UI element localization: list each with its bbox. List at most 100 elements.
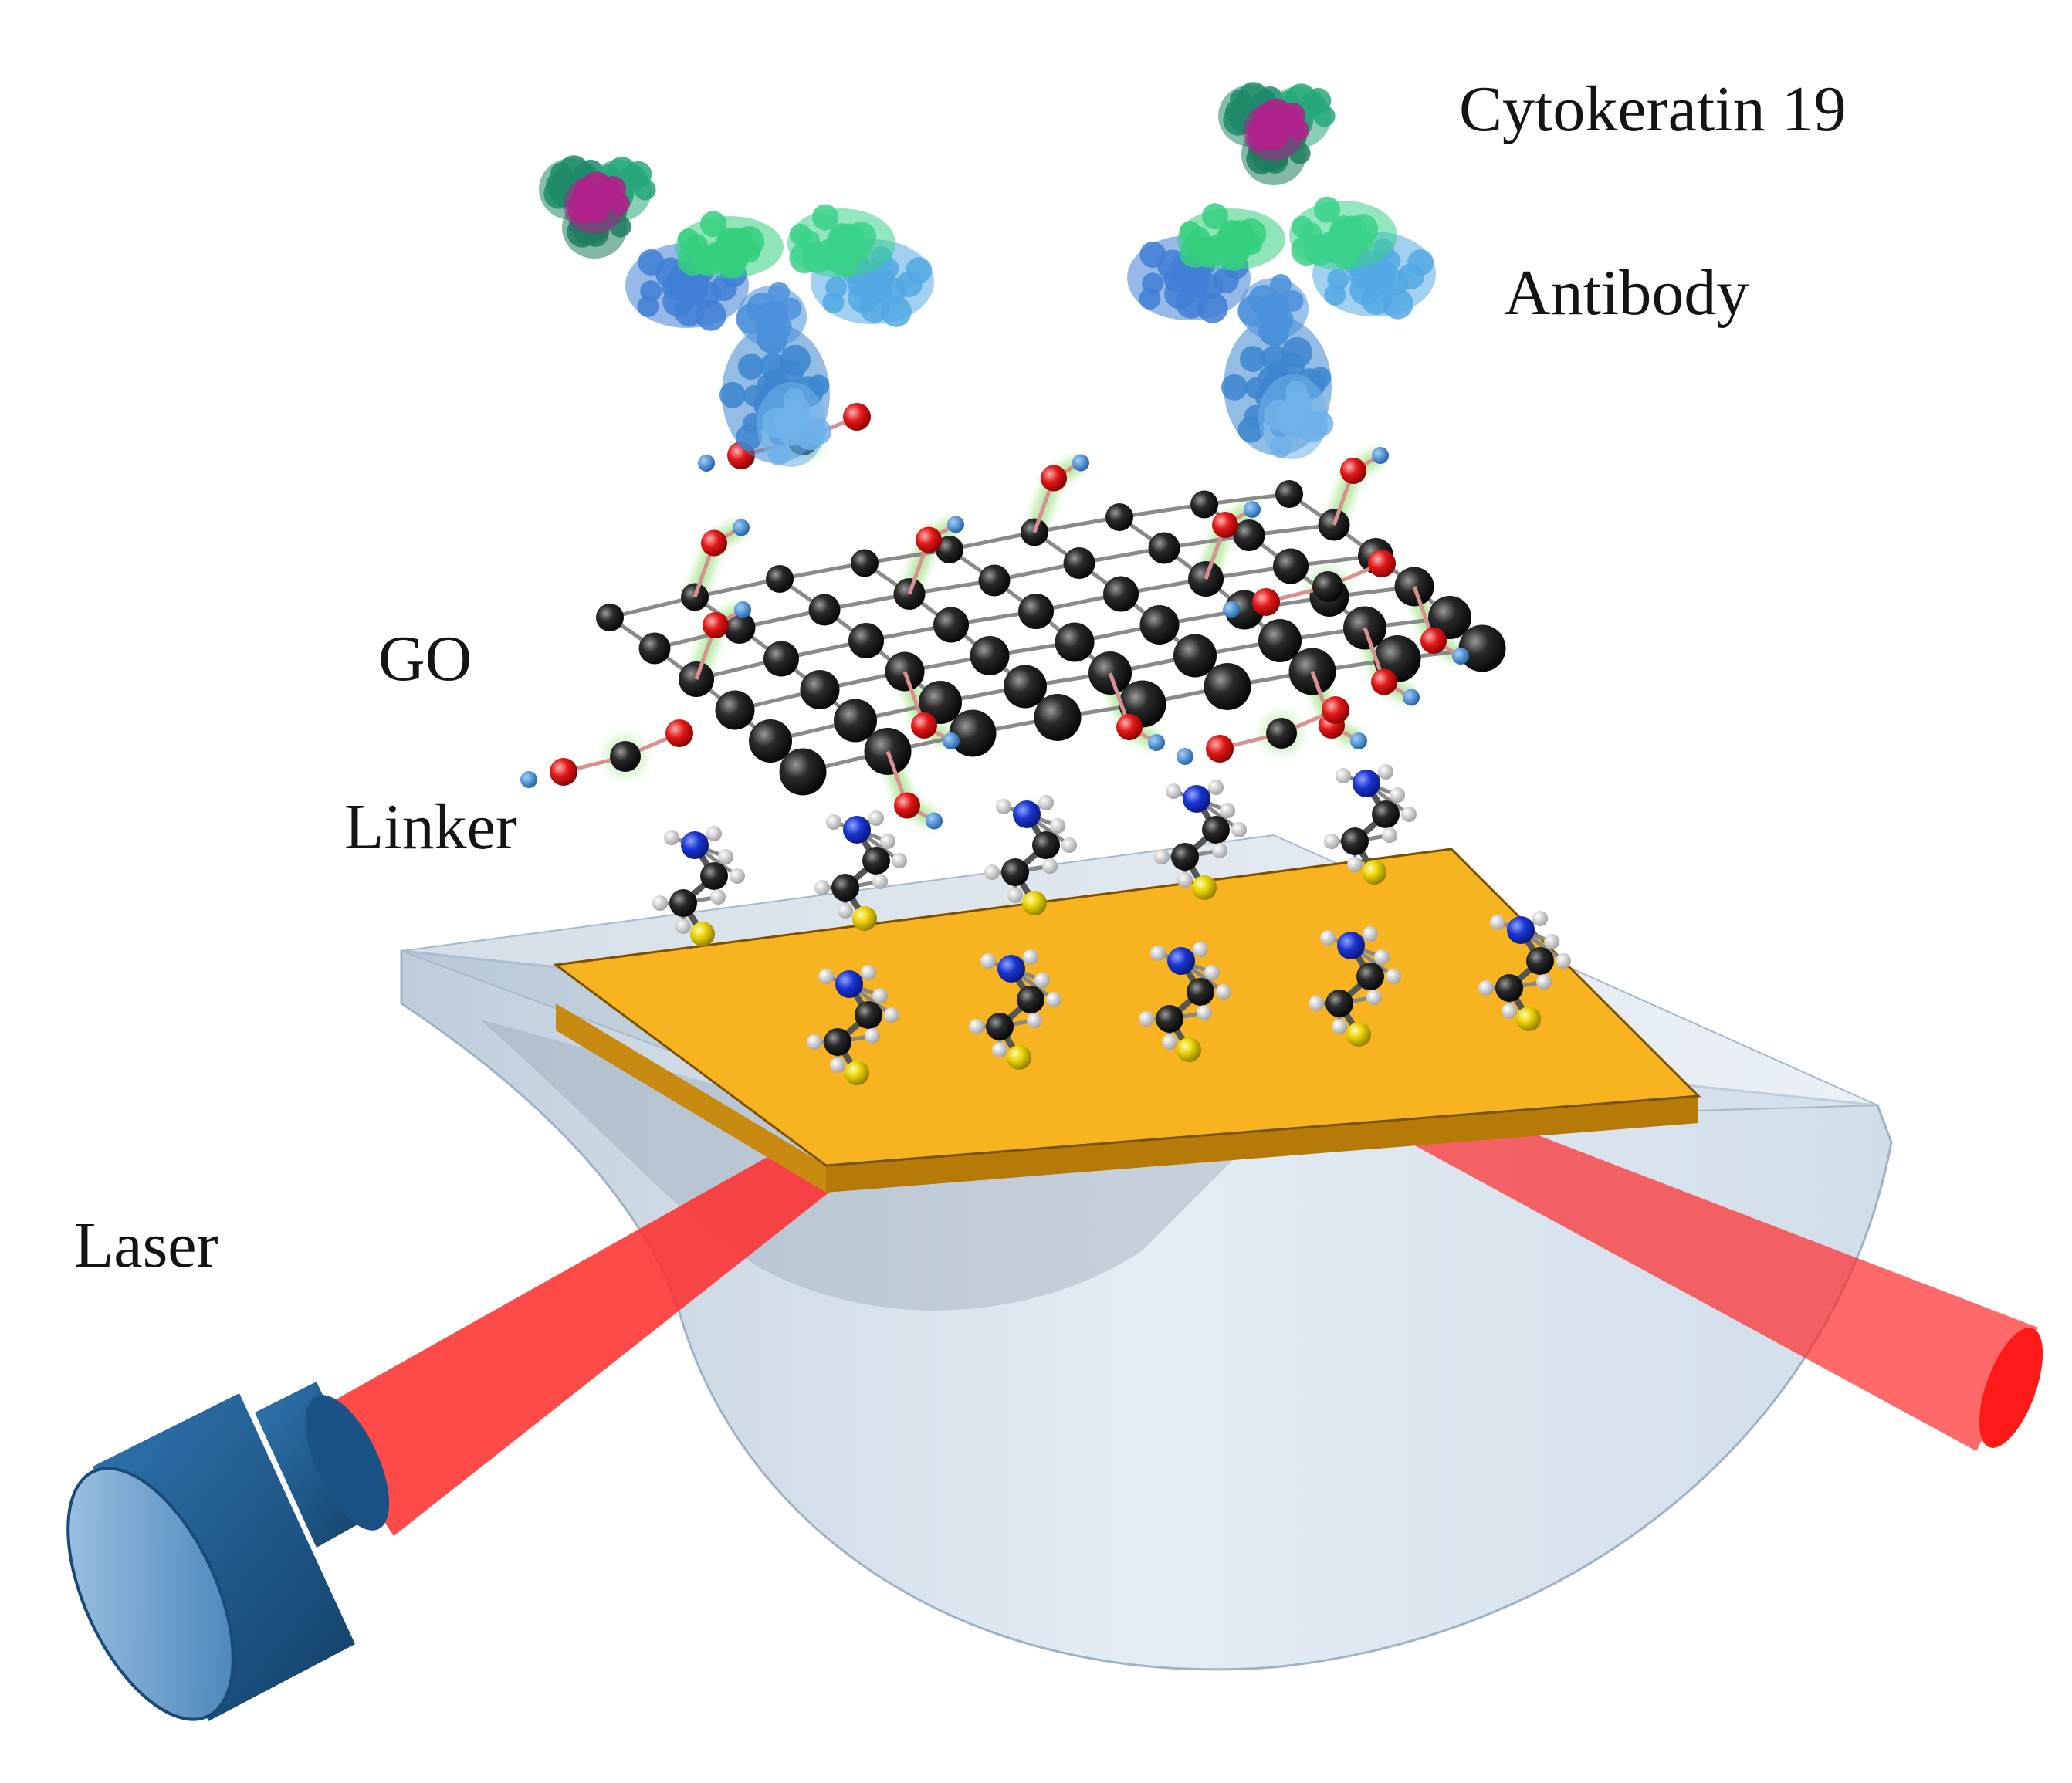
hydrogen-atom — [884, 1007, 899, 1023]
carbon-atom — [1004, 665, 1047, 709]
detector-beam-end — [1979, 1328, 2043, 1448]
hydrogen-atom — [992, 1042, 1007, 1057]
antibody — [625, 204, 934, 467]
carbon-atom — [1156, 1005, 1183, 1033]
carbon-atom — [1372, 800, 1400, 828]
hydrogen-atom — [814, 880, 830, 895]
carbon-atom — [610, 741, 641, 772]
oxygen-atom — [665, 719, 693, 747]
cytokeratin-core — [564, 171, 630, 234]
nitrogen-atom — [1013, 800, 1041, 828]
nitrogen-atom — [1183, 785, 1210, 813]
carbon-atom — [1001, 858, 1029, 886]
carbon-atom — [808, 594, 841, 626]
carbon-atom — [1202, 816, 1230, 844]
hydrogen-atom — [996, 799, 1011, 814]
antibody-layer — [625, 196, 1436, 467]
hydrogen-atom — [1336, 768, 1351, 783]
hydrogen-atom — [1148, 734, 1165, 751]
sulfur-atom — [1192, 875, 1217, 900]
carbon-atom — [1312, 571, 1343, 602]
antibody-light-chain-core — [1289, 201, 1397, 270]
antibody-fc-core — [757, 382, 826, 467]
cytokeratin-19 — [539, 155, 656, 259]
oxygen-atom — [703, 612, 729, 638]
antibody-light-chain — [787, 204, 895, 278]
oxygen-atom — [1420, 628, 1447, 654]
bond — [694, 577, 780, 599]
nitrogen-atom — [1167, 947, 1195, 975]
antibody-fc — [1258, 374, 1334, 459]
linker-molecule — [1154, 780, 1247, 900]
antibody-hinge-core — [737, 286, 807, 347]
hydrogen-atom — [868, 810, 884, 826]
carbon-atom — [1495, 974, 1523, 1002]
carbon-atom — [1034, 694, 1082, 741]
gold-film — [553, 848, 1701, 1193]
hydrogen-atom — [807, 1034, 822, 1050]
carbon-atom — [779, 748, 827, 796]
carbon-atom — [1204, 663, 1251, 710]
oxygen-atom — [1252, 588, 1280, 616]
hydrogen-atom — [1556, 953, 1571, 969]
hydrogen-atom — [730, 868, 745, 884]
hydrogen-atom — [947, 516, 964, 533]
laser-face — [66, 1467, 235, 1721]
nitrogen-atom — [681, 831, 709, 859]
nitrogen-atom — [843, 816, 871, 844]
laser-device — [66, 1382, 390, 1721]
linker-molecule — [814, 810, 907, 931]
hydrogen-atom — [830, 1057, 845, 1073]
antibody-light-chain-core — [675, 216, 784, 278]
hydrogen-atom — [1366, 990, 1382, 1005]
hydrogen-atom — [1347, 857, 1363, 872]
sulfur-atom — [690, 922, 715, 946]
hydrogen-atom — [734, 601, 751, 618]
carbon-atom — [1356, 963, 1384, 990]
bond — [779, 561, 865, 581]
gold-film-side-front — [556, 1003, 826, 1193]
carbon-atom — [834, 699, 877, 743]
hydrogen-atom — [710, 889, 726, 905]
hydrogen-atom — [1177, 748, 1193, 765]
laser-label: Laser — [74, 1210, 218, 1281]
oxygen-atom — [1371, 668, 1397, 695]
carbon-atom — [1173, 634, 1217, 678]
hydrogen-atom — [1023, 949, 1038, 965]
antibody-light-chain-core — [1177, 208, 1285, 270]
linker-molecule — [969, 949, 1061, 1070]
laser-beams — [313, 1096, 2043, 1536]
hydrogen-atom — [1034, 973, 1050, 988]
bond — [1119, 502, 1205, 519]
carbon-atom — [1325, 990, 1353, 1017]
oxygen-atom — [911, 712, 937, 739]
hydrogen-atom — [1332, 1019, 1347, 1034]
carbon-atom — [715, 690, 755, 730]
hydrogen-atom — [1193, 942, 1208, 957]
hydrogen-atom — [1154, 849, 1170, 864]
carbon-atom — [970, 636, 1010, 675]
linker-molecule — [1139, 942, 1231, 1062]
carbon-atom — [669, 889, 697, 917]
antibody-hinge — [1237, 274, 1309, 347]
oxygen-atom — [701, 529, 727, 557]
hydrogen-atom — [1478, 980, 1494, 996]
linker-label: Linker — [344, 791, 517, 863]
sulfur-atom — [852, 906, 877, 931]
oxygen-atom — [1116, 714, 1143, 740]
oxygen-atom — [1041, 465, 1067, 492]
oxygen-atom — [550, 758, 577, 786]
sulfur-atom — [1346, 1022, 1371, 1047]
hydrogen-atom — [1244, 501, 1261, 518]
carbon-atom — [1171, 843, 1199, 871]
carbon-atom — [749, 719, 792, 763]
hydrogen-atom — [664, 830, 679, 845]
hydrogen-atom — [1532, 911, 1548, 926]
carbon-atom — [1428, 596, 1471, 639]
sulfur-atom — [1022, 891, 1047, 915]
linker-molecule — [1478, 911, 1571, 1031]
oxygen-atom — [1212, 512, 1238, 538]
hydrogen-atom — [1452, 648, 1469, 665]
hydrogen-atom — [865, 1028, 880, 1044]
